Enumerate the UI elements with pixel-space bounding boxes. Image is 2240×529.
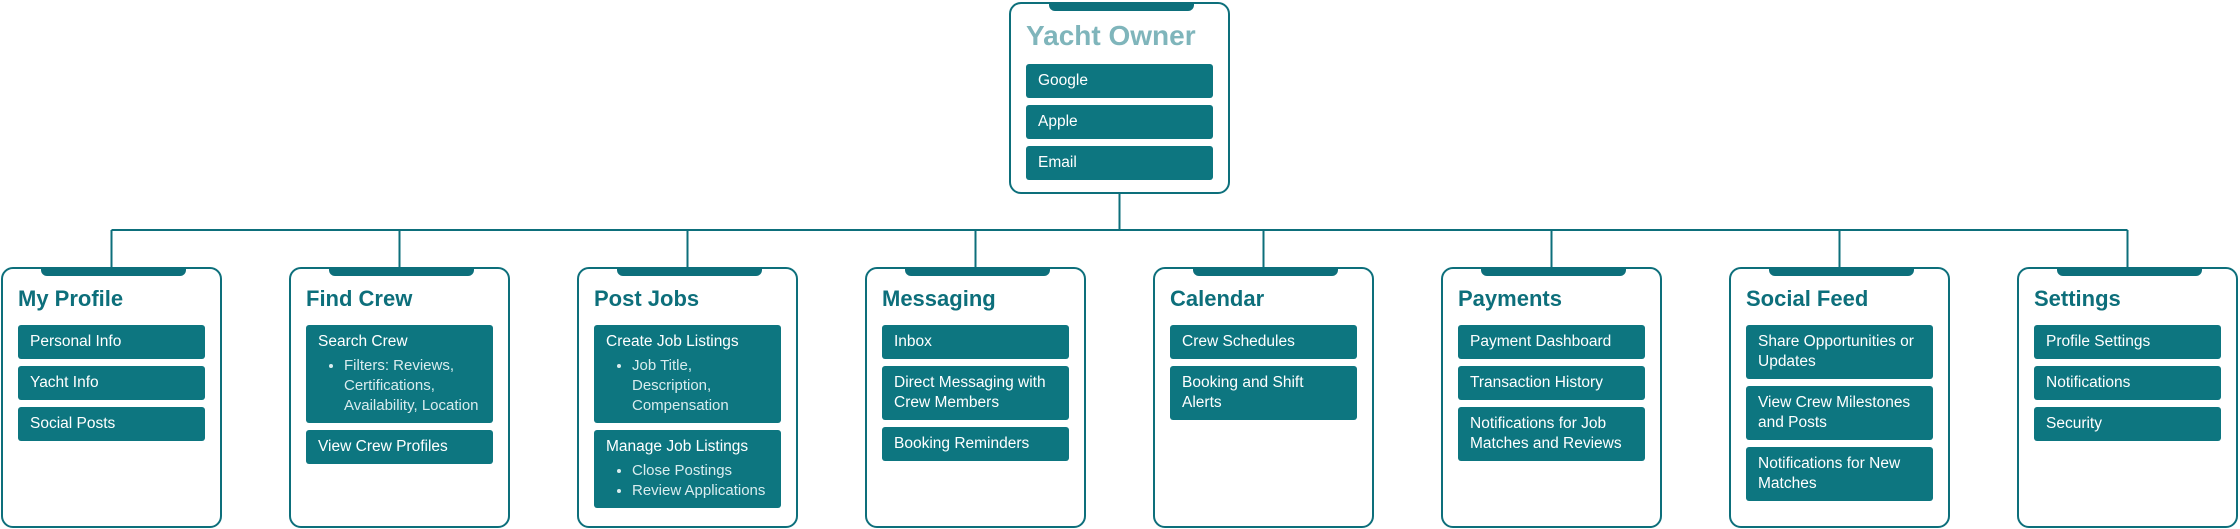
section-item-label: Personal Info <box>30 333 122 350</box>
card-tab <box>329 267 474 276</box>
section-item-notifications[interactable]: Notifications <box>2034 366 2221 400</box>
section-item-transaction-history[interactable]: Transaction History <box>1458 366 1645 400</box>
section-title: Post Jobs <box>594 286 700 311</box>
section-item-notifications-for-new-matches[interactable]: Notifications for New Matches <box>1746 447 1933 501</box>
section-item-label: Social Posts <box>30 415 116 432</box>
section-title: Social Feed <box>1746 286 1869 311</box>
bullet-list: Filters: Reviews, Certifications, Availa… <box>318 356 481 416</box>
login-option-email[interactable]: Email <box>1026 146 1213 180</box>
login-option-apple[interactable]: Apple <box>1026 105 1213 139</box>
card-tab <box>905 267 1050 276</box>
section-item-security[interactable]: Security <box>2034 407 2221 441</box>
section-item-label: Profile Settings <box>2046 333 2151 350</box>
section-title: Find Crew <box>306 286 413 311</box>
section-item-label: Notifications for New Matches <box>1758 455 1901 492</box>
bullet-list: Close PostingsReview Applications <box>606 461 769 501</box>
section-item-profile-settings[interactable]: Profile Settings <box>2034 325 2221 359</box>
section-item-label: Payment Dashboard <box>1470 333 1612 350</box>
section-item-view-crew-profiles[interactable]: View Crew Profiles <box>306 430 493 464</box>
card-tab <box>41 267 186 276</box>
section-item-direct-messaging-with-crew-members[interactable]: Direct Messaging with Crew Members <box>882 366 1069 420</box>
bullet-item: Filters: Reviews, Certifications, Availa… <box>344 356 481 416</box>
section-item-payment-dashboard[interactable]: Payment Dashboard <box>1458 325 1645 359</box>
section-item-label: Security <box>2046 415 2102 432</box>
section-item-label: Inbox <box>894 333 932 350</box>
section-item-label: Booking and Shift Alerts <box>1182 374 1304 411</box>
section-item-create-job-listings[interactable]: Create Job ListingsJob Title, Descriptio… <box>594 325 781 423</box>
section-title: My Profile <box>18 286 124 311</box>
card-tab <box>617 267 762 276</box>
section-item-label: Booking Reminders <box>894 435 1030 452</box>
section-item-booking-reminders[interactable]: Booking Reminders <box>882 427 1069 461</box>
section-item-label: View Crew Profiles <box>318 438 448 455</box>
section-item-search-crew[interactable]: Search CrewFilters: Reviews, Certificati… <box>306 325 493 423</box>
card-tab <box>1049 2 1194 11</box>
section-item-label: Notifications <box>2046 374 2131 391</box>
section-item-label: Manage Job Listings <box>606 438 749 455</box>
section-item-notifications-for-job-matches-and-reviews[interactable]: Notifications for Job Matches and Review… <box>1458 407 1645 461</box>
card-tab <box>1769 267 1914 276</box>
section-item-crew-schedules[interactable]: Crew Schedules <box>1170 325 1357 359</box>
section-item-inbox[interactable]: Inbox <box>882 325 1069 359</box>
section-title: Messaging <box>882 286 996 311</box>
section-item-label: Notifications for Job Matches and Review… <box>1470 415 1622 452</box>
section-item-share-opportunities-or-updates[interactable]: Share Opportunities or Updates <box>1746 325 1933 379</box>
section-item-label: Yacht Info <box>30 374 99 391</box>
section-item-manage-job-listings[interactable]: Manage Job ListingsClose PostingsReview … <box>594 430 781 508</box>
section-item-label: View Crew Milestones and Posts <box>1758 394 1911 431</box>
section-title: Settings <box>2034 286 2121 311</box>
section-item-social-posts[interactable]: Social Posts <box>18 407 205 441</box>
section-item-view-crew-milestones-and-posts[interactable]: View Crew Milestones and Posts <box>1746 386 1933 440</box>
login-option-google[interactable]: Google <box>1026 64 1213 98</box>
card-tab <box>2057 267 2202 276</box>
root-card-yacht-owner: Yacht Owner Google Apple Email <box>1009 2 1230 194</box>
section-item-label: Share Opportunities or Updates <box>1758 333 1914 370</box>
bullet-item: Review Applications <box>632 481 769 501</box>
section-item-label: Create Job Listings <box>606 333 739 350</box>
section-item-label: Crew Schedules <box>1182 333 1295 350</box>
section-item-yacht-info[interactable]: Yacht Info <box>18 366 205 400</box>
section-item-booking-and-shift-alerts[interactable]: Booking and Shift Alerts <box>1170 366 1357 420</box>
card-tab <box>1193 267 1338 276</box>
section-item-personal-info[interactable]: Personal Info <box>18 325 205 359</box>
card-tab <box>1481 267 1626 276</box>
section-item-label: Direct Messaging with Crew Members <box>894 374 1046 411</box>
bullet-item: Close Postings <box>632 461 769 481</box>
section-item-label: Transaction History <box>1470 374 1603 391</box>
root-title: Yacht Owner <box>1026 20 1196 51</box>
section-title: Payments <box>1458 286 1562 311</box>
root-login-options: Google Apple Email <box>1026 64 1213 180</box>
section-title: Calendar <box>1170 286 1265 311</box>
section-item-label: Search Crew <box>318 333 408 350</box>
bullet-item: Job Title, Description, Compensation <box>632 356 769 416</box>
bullet-list: Job Title, Description, Compensation <box>606 356 769 416</box>
